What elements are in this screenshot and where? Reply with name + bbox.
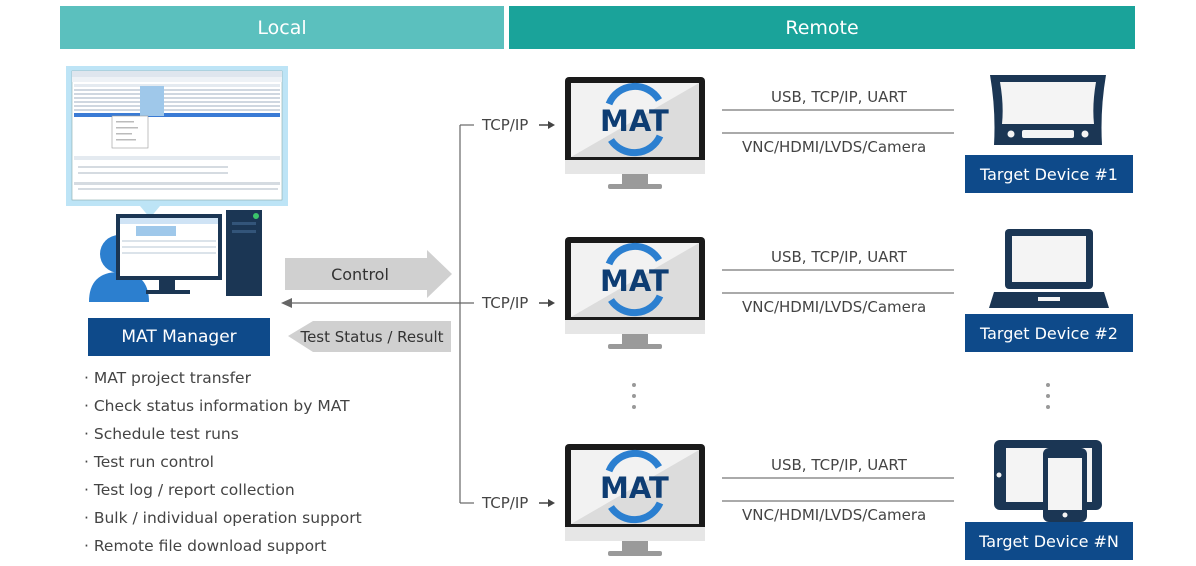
status-label: Test Status / Result	[300, 328, 444, 346]
link-lines	[722, 109, 954, 502]
link-top-label-2: USB, TCP/IP, UART	[771, 248, 907, 266]
link-top-label-3: USB, TCP/IP, UART	[771, 456, 907, 474]
target-device-2-badge: Target Device #2	[965, 314, 1133, 352]
feature-item: · Test log / report collection	[84, 481, 295, 499]
mat-monitor-1	[565, 77, 705, 189]
tcp-label-3: TCP/IP	[482, 494, 529, 512]
laptop-icon	[989, 229, 1109, 308]
link-bottom-label-1: VNC/HDMI/LVDS/Camera	[742, 138, 927, 156]
tcp-arrows	[539, 121, 555, 507]
local-header: Local	[60, 6, 504, 49]
mat-logo-1: MAT	[600, 104, 669, 138]
car-display-icon	[990, 75, 1106, 145]
target-device-1-badge: Target Device #1	[965, 155, 1133, 193]
feature-item: · Test run control	[84, 453, 214, 471]
pc-monitor-icon	[116, 214, 222, 294]
remote-header: Remote	[509, 6, 1135, 49]
tcp-label-1: TCP/IP	[482, 116, 529, 134]
link-top-label-1: USB, TCP/IP, UART	[771, 88, 907, 106]
mat-monitor-2	[565, 237, 705, 349]
feature-item: · Bulk / individual operation support	[84, 509, 362, 527]
mat-logo-3: MAT	[600, 471, 669, 505]
feature-item: · Remote file download support	[84, 537, 327, 555]
control-arrow	[285, 250, 452, 298]
pc-tower-icon	[226, 210, 262, 296]
mat-monitor-3	[565, 444, 705, 556]
feature-item: · Schedule test runs	[84, 425, 239, 443]
ellipsis-dots	[632, 383, 1050, 409]
return-arrowhead	[281, 298, 292, 308]
manager-screenshot	[66, 66, 288, 218]
feature-item: · MAT project transfer	[84, 369, 251, 387]
link-bottom-label-3: VNC/HDMI/LVDS/Camera	[742, 506, 927, 524]
tcp-label-2: TCP/IP	[482, 294, 529, 312]
link-bottom-label-2: VNC/HDMI/LVDS/Camera	[742, 298, 927, 316]
mat-logo-2: MAT	[600, 264, 669, 298]
control-label: Control	[331, 264, 389, 284]
target-device-n-badge: Target Device #N	[965, 522, 1133, 560]
tablet-phone-icon	[994, 440, 1102, 522]
status-arrow	[288, 321, 451, 352]
mat-manager-badge: MAT Manager	[88, 318, 270, 356]
feature-item: · Check status information by MAT	[84, 397, 350, 415]
